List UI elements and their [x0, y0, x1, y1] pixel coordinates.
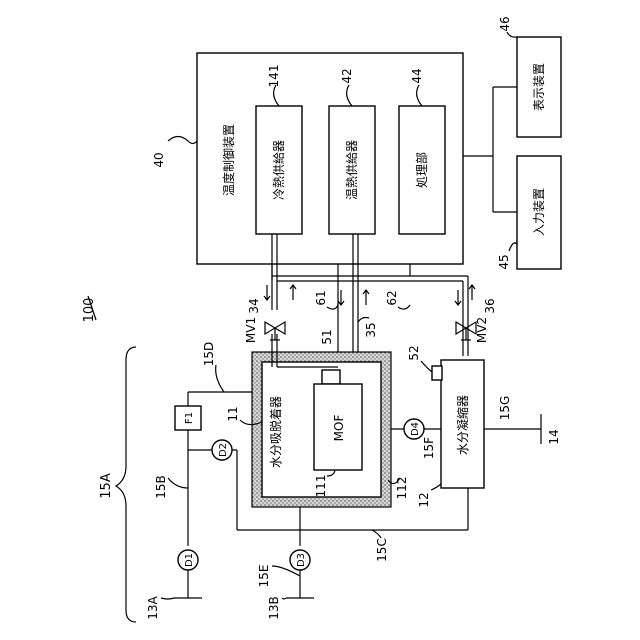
- cold-supplier-label: 冷熱供給器: [272, 140, 286, 200]
- valve-mv2-label: MV2: [475, 317, 489, 343]
- detector-d1-label: D1: [184, 553, 195, 567]
- mof-connector: [322, 370, 340, 384]
- condenser-sensor-ref: 52: [407, 345, 421, 360]
- input-device-leader: [509, 243, 517, 251]
- pipe-ref-35: 35: [364, 322, 378, 337]
- condenser-label: 水分凝縮器: [455, 395, 470, 455]
- valve-mv1-label: MV1: [244, 317, 258, 343]
- heat-supplier-label: 温熱供給器: [345, 140, 359, 200]
- condenser-ref: 12: [417, 492, 431, 507]
- detector-d4-label: D4: [410, 422, 421, 436]
- pipe-ref-61: 61: [314, 290, 328, 305]
- mof-label: MOF: [332, 415, 346, 442]
- pipe-ref-36: 36: [483, 298, 497, 313]
- adsorber-label: 水分吸脱着器: [268, 396, 283, 468]
- pipe-ref-15C: 15C: [375, 538, 389, 562]
- temperature-controller-label: 温度制御装置: [221, 124, 236, 196]
- processor-ref: 44: [410, 68, 424, 83]
- condenser-sensor: [432, 366, 442, 380]
- pipe-ref-13B: 13B: [267, 596, 281, 620]
- processor-label: 処理部: [414, 152, 429, 188]
- temperature-controller-ref: 40: [152, 152, 166, 167]
- pipe-ref-34: 34: [247, 298, 261, 313]
- controller-leader: [168, 137, 197, 144]
- pipe-ref-15F: 15F: [422, 437, 436, 459]
- adsorber-ref: 11: [226, 406, 240, 421]
- input-device-label: 入力装置: [532, 188, 546, 236]
- pipe-ref-62: 62: [385, 290, 399, 305]
- pipe-ref-14: 14: [547, 429, 561, 444]
- adsorber-wall-ref: 112: [395, 477, 409, 500]
- adsorber-inner-ref: 111: [314, 475, 328, 498]
- valve-mv2[interactable]: [456, 322, 476, 340]
- input-device-ref: 45: [497, 254, 511, 269]
- detector-d3-label: D3: [296, 553, 307, 567]
- group-ref: 15A: [99, 473, 114, 499]
- pipe-ref-15B: 15B: [154, 475, 168, 499]
- display-device-ref: 46: [498, 16, 512, 31]
- filter-f1-label: F1: [184, 412, 195, 424]
- display-device-leader: [507, 32, 517, 37]
- pipe-ref-15D: 15D: [202, 342, 216, 367]
- cold-supplier-ref: 141: [267, 65, 281, 88]
- detector-d2-label: D2: [218, 443, 229, 457]
- valve-mv1[interactable]: [265, 322, 285, 340]
- display-device-label: 表示装置: [532, 63, 546, 111]
- mof-ref-51: 51: [320, 329, 334, 344]
- pipe-ref-13A: 13A: [146, 595, 160, 619]
- heat-supplier-ref: 42: [340, 68, 354, 83]
- pipe-ref-15G: 15G: [498, 396, 512, 421]
- group-bracket: [116, 347, 136, 622]
- pipe-ref-15E: 15E: [257, 565, 271, 588]
